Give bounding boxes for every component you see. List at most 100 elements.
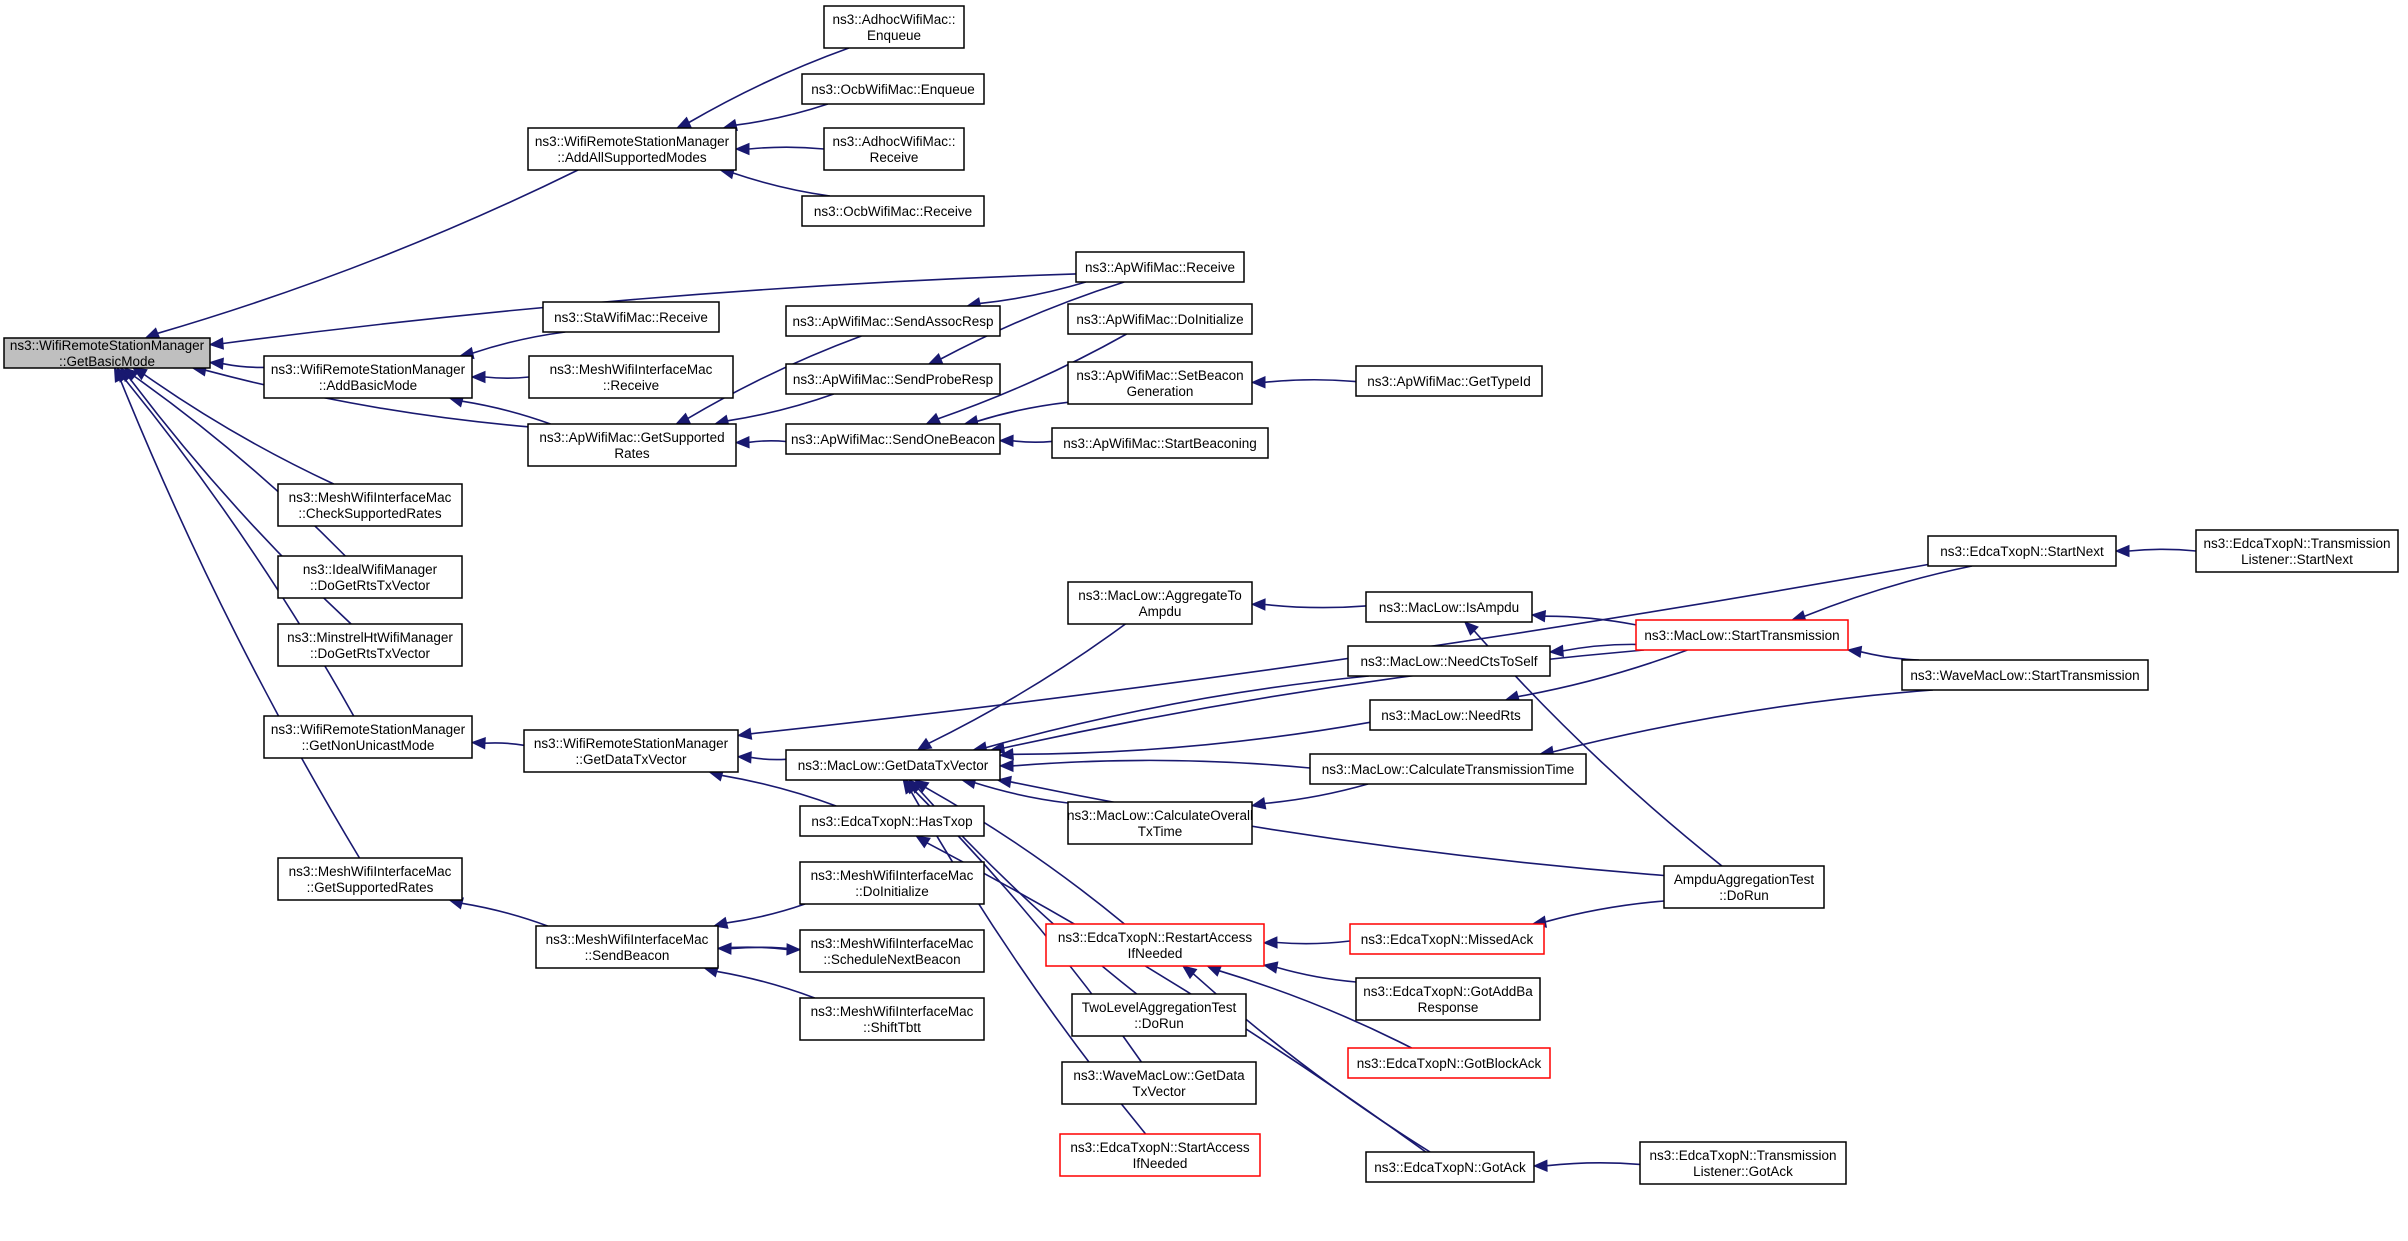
arrowhead-n_root xyxy=(113,366,127,383)
edge-n_starttrans-to-n_maclow_getdata xyxy=(1003,649,1645,749)
node-trans-gotack[interactable]: ns3::EdcaTxopN::TransmissionListener::Go… xyxy=(1639,1141,1847,1185)
edge-n_isampdu-to-n_aggr_ampdu xyxy=(1264,603,1367,609)
node-ap-assoc[interactable]: ns3::ApWifiMac::SendAssocResp xyxy=(785,305,1001,337)
node-label-line: ns3::MacLow::NeedRts xyxy=(1381,708,1521,723)
arrowhead-n_mesh_schednext xyxy=(786,943,802,956)
edge-n_calcoverall-to-n_maclow_getdata xyxy=(974,782,1069,804)
node-label-line: Generation xyxy=(1127,384,1194,399)
arrowhead-n_starttrans xyxy=(1846,645,1863,659)
node-mesh-getsup[interactable]: ns3::MeshWifiInterfaceMac::GetSupportedR… xyxy=(277,857,463,901)
node-needcts[interactable]: ns3::MacLow::NeedCtsToSelf xyxy=(1347,645,1551,677)
node-twolevel[interactable]: TwoLevelAggregationTest::DoRun xyxy=(1071,993,1247,1037)
node-label-line: ns3::AdhocWifiMac:: xyxy=(832,134,955,149)
node-box xyxy=(1365,591,1533,623)
node-label-line: Enqueue xyxy=(867,28,921,43)
node-ap-startbeacon[interactable]: ns3::ApWifiMac::StartBeaconing xyxy=(1051,427,1269,459)
node-label-line: IfNeeded xyxy=(1128,946,1183,961)
node-adhoc-recv[interactable]: ns3::AdhocWifiMac::Receive xyxy=(823,127,965,171)
edge-n_wave_starttrans-to-n_starttrans xyxy=(1860,651,1919,661)
node-ap-recv[interactable]: ns3::ApWifiMac::Receive xyxy=(1075,251,1245,283)
edge-n_gotaddba-to-n_restart xyxy=(1276,966,1357,983)
node-box xyxy=(528,355,734,399)
node-label-line: Rates xyxy=(614,446,650,461)
node-mesh-doinit[interactable]: ns3::MeshWifiInterfaceMac::DoInitialize xyxy=(799,861,985,905)
node-label-line: ns3::MeshWifiInterfaceMac xyxy=(550,362,713,377)
edge-n_calctrans-to-n_maclow_getdata xyxy=(1012,759,1311,769)
arrowhead-n_edca_hastxop xyxy=(915,835,931,849)
node-maclow-getdata[interactable]: ns3::MacLow::GetDataTxVector xyxy=(785,749,1001,781)
arrowhead-n_gotack xyxy=(1532,1159,1548,1172)
node-box xyxy=(277,857,463,901)
node-getdatatx[interactable]: ns3::WifiRemoteStationManager::GetDataTx… xyxy=(523,729,739,773)
node-ap-probe[interactable]: ns3::ApWifiMac::SendProbeResp xyxy=(785,363,1001,395)
node-startnext[interactable]: ns3::EdcaTxopN::StartNext xyxy=(1927,535,2117,567)
edge-n_mesh_sendbeacon-to-n_mesh_getsup xyxy=(461,902,548,927)
node-mesh-sendbeacon[interactable]: ns3::MeshWifiInterfaceMac::SendBeacon xyxy=(535,925,719,969)
node-wave-starttrans[interactable]: ns3::WaveMacLow::StartTransmission xyxy=(1901,659,2149,691)
node-isampdu[interactable]: ns3::MacLow::IsAmpdu xyxy=(1365,591,1533,623)
node-wave-getdata[interactable]: ns3::WaveMacLow::GetDataTxVector xyxy=(1061,1061,1257,1105)
node-gotblockack[interactable]: ns3::EdcaTxopN::GotBlockAck xyxy=(1347,1047,1551,1079)
node-trans-startnext[interactable]: ns3::EdcaTxopN::TransmissionListener::St… xyxy=(2195,529,2399,573)
node-label-line: ::Receive xyxy=(603,378,659,393)
node-label-line: ns3::ApWifiMac::Receive xyxy=(1085,260,1235,275)
edge-n_getnonuni-to-n_root xyxy=(123,378,355,717)
node-mesh-shift[interactable]: ns3::MeshWifiInterfaceMac::ShiftTbtt xyxy=(799,997,985,1041)
edge-n_starttrans-to-n_needrts xyxy=(1517,649,1688,698)
node-label-line: Ampdu xyxy=(1139,604,1182,619)
node-missedack[interactable]: ns3::EdcaTxopN::MissedAck xyxy=(1349,923,1545,955)
node-adhoc-enq[interactable]: ns3::AdhocWifiMac::Enqueue xyxy=(823,5,965,49)
arrowhead-n_isampdu xyxy=(1530,609,1547,623)
node-minstrel-rts[interactable]: ns3::MinstrelHtWifiManager::DoGetRtsTxVe… xyxy=(277,623,463,667)
node-label-line: ns3::EdcaTxopN::Transmission xyxy=(1649,1148,1836,1163)
arrowhead-n_root xyxy=(208,337,224,350)
node-box xyxy=(2195,529,2399,573)
node-edca-hastxop[interactable]: ns3::EdcaTxopN::HasTxop xyxy=(799,805,985,837)
node-sta-recv[interactable]: ns3::StaWifiMac::Receive xyxy=(542,301,720,333)
node-ap-doinit[interactable]: ns3::ApWifiMac::DoInitialize xyxy=(1067,303,1253,335)
node-label-line: ::ScheduleNextBeacon xyxy=(823,952,960,967)
node-ideal-rts[interactable]: ns3::IdealWifiManager::DoGetRtsTxVector xyxy=(277,555,463,599)
edge-n_ap_startbeacon-to-n_ap_onebeacon xyxy=(1012,440,1053,444)
arrowhead-n_maclow_getdata xyxy=(916,737,933,751)
node-gotack[interactable]: ns3::EdcaTxopN::GotAck xyxy=(1365,1151,1535,1183)
edge-n_ap_recv-to-n_ap_probe xyxy=(940,281,1125,360)
node-ampdu-dorun[interactable]: AmpduAggregationTest::DoRun xyxy=(1663,865,1825,909)
node-ocb-enq[interactable]: ns3::OcbWifiMac::Enqueue xyxy=(801,73,985,105)
arrowhead-n_addall xyxy=(675,116,692,129)
edge-n_missedack-to-n_restart xyxy=(1276,940,1351,945)
node-label-line: IfNeeded xyxy=(1133,1156,1188,1171)
node-ap-onebeacon[interactable]: ns3::ApWifiMac::SendOneBeacon xyxy=(785,423,1001,455)
node-addall[interactable]: ns3::WifiRemoteStationManager::AddAllSup… xyxy=(527,127,737,171)
node-needrts[interactable]: ns3::MacLow::NeedRts xyxy=(1369,699,1533,731)
node-mesh-schednext[interactable]: ns3::MeshWifiInterfaceMac::ScheduleNextB… xyxy=(799,929,985,973)
node-box xyxy=(1347,1047,1551,1079)
node-root[interactable]: ns3::WifiRemoteStationManager::GetBasicM… xyxy=(3,337,211,369)
node-box xyxy=(1639,1141,1847,1185)
edge-n_addall-to-n_root xyxy=(157,169,579,335)
nodes-layer: ns3::WifiRemoteStationManager::GetBasicM… xyxy=(3,5,2399,1185)
node-mesh-checksup[interactable]: ns3::MeshWifiInterfaceMac::CheckSupporte… xyxy=(277,483,463,527)
node-label-line: ns3::EdcaTxopN::StartAccess xyxy=(1070,1140,1250,1155)
edge-n_adhoc_recv-to-n_addall xyxy=(748,146,825,150)
node-ap-getsup[interactable]: ns3::ApWifiMac::GetSupportedRates xyxy=(527,423,737,467)
node-box xyxy=(527,423,737,467)
node-label-line: ns3::MacLow::GetDataTxVector xyxy=(798,758,989,773)
node-box xyxy=(1067,581,1253,625)
node-ap-typeid[interactable]: ns3::ApWifiMac::GetTypeId xyxy=(1355,365,1543,397)
node-addbasic[interactable]: ns3::WifiRemoteStationManager::AddBasicM… xyxy=(263,355,473,399)
node-calctrans[interactable]: ns3::MacLow::CalculateTransmissionTime xyxy=(1309,753,1587,785)
node-getnonuni[interactable]: ns3::WifiRemoteStationManager::GetNonUni… xyxy=(263,715,473,759)
node-mesh-recv[interactable]: ns3::MeshWifiInterfaceMac::Receive xyxy=(528,355,734,399)
node-ocb-recv[interactable]: ns3::OcbWifiMac::Receive xyxy=(801,195,985,227)
node-box xyxy=(1663,865,1825,909)
arrowhead-n_restart xyxy=(1262,961,1279,974)
node-starttrans[interactable]: ns3::MacLow::StartTransmission xyxy=(1635,619,1849,651)
node-box xyxy=(1365,1151,1535,1183)
